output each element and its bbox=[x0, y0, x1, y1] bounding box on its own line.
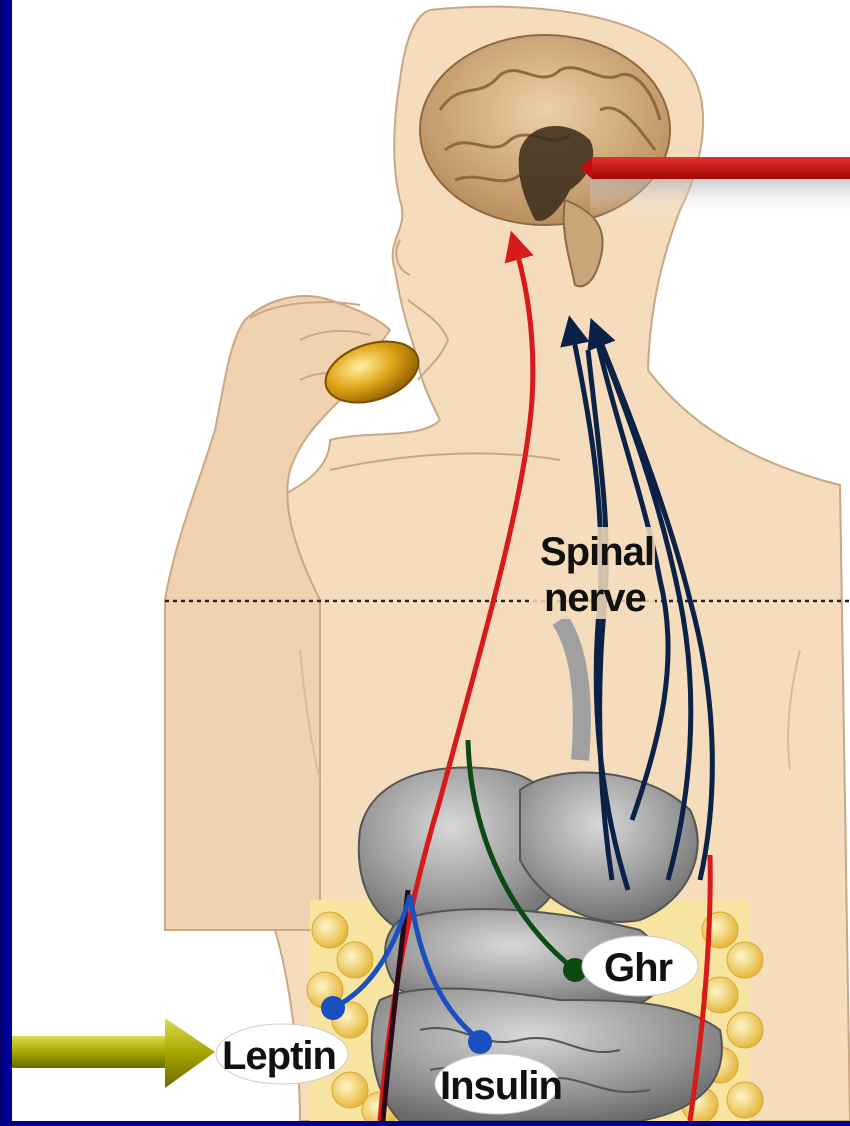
red-pointer-arrow-icon bbox=[580, 157, 850, 218]
hunger-signaling-figure: Spinal nerve Ghr Leptin Insulin bbox=[12, 0, 850, 1121]
insulin-dot-icon bbox=[468, 1030, 492, 1054]
spinal-label-line1: Spinal bbox=[540, 530, 654, 574]
spinal-label-line2: nerve bbox=[544, 576, 646, 620]
body-diagram: Spinal nerve Ghr Leptin Insulin bbox=[12, 0, 850, 1121]
leptin-label: Leptin bbox=[222, 1034, 336, 1078]
ghrelin-label: Ghr bbox=[604, 946, 673, 990]
leptin-dot-icon bbox=[321, 996, 345, 1020]
olive-right-arrow-icon bbox=[12, 1018, 215, 1088]
insulin-label: Insulin bbox=[440, 1064, 562, 1108]
